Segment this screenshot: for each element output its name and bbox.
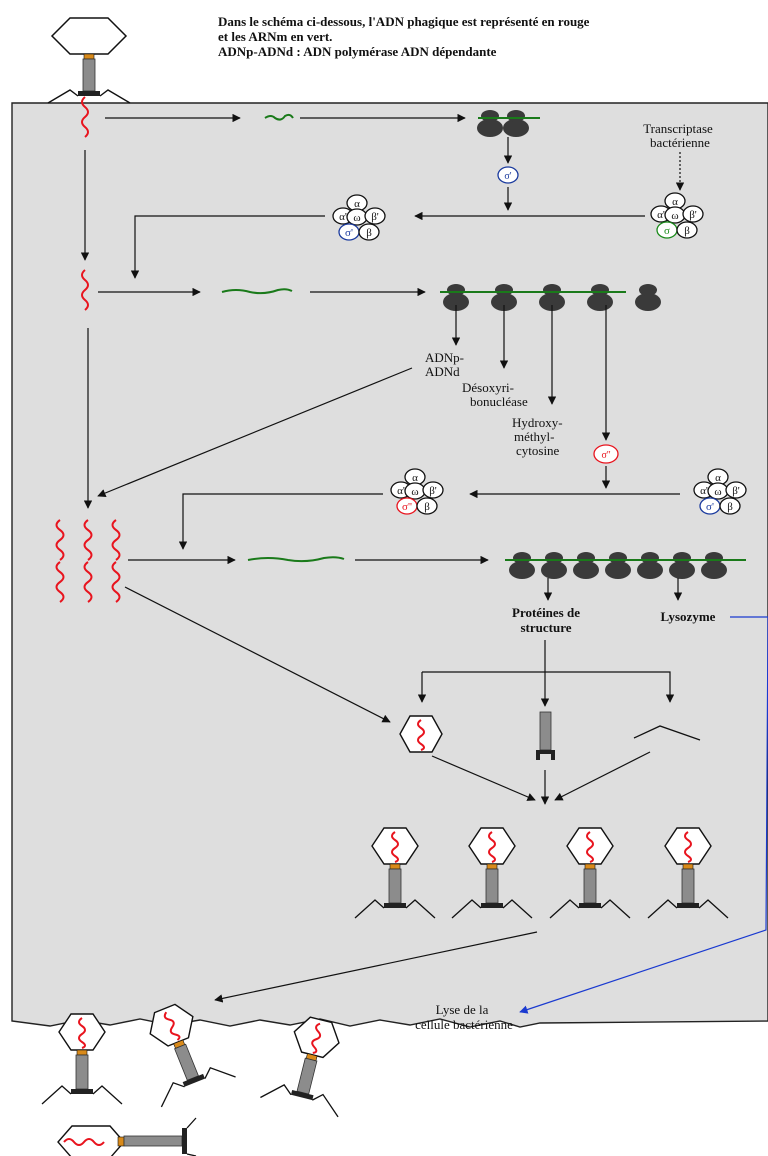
rna-polymerase-late-right: α α' ω β' σ' β: [693, 468, 747, 515]
phage-dna-2: [81, 269, 89, 311]
polymerase-subunit-label: β: [684, 225, 690, 237]
header-line-1: Dans le schéma ci-dessous, l'ADN phagiqu…: [218, 14, 590, 29]
rna-polymerase-host: α α' ω β' σ β: [650, 192, 704, 239]
process-arrows: [80, 113, 685, 1003]
polymerase-subunit-beta: β: [358, 223, 380, 241]
tail-fiber-icon: [633, 725, 701, 741]
phage-icon: [647, 827, 729, 919]
polymerase-subunit-beta-prime: β': [422, 481, 444, 499]
phage-icon: [354, 827, 436, 919]
polymerase-subunit-beta-prime: β': [682, 205, 704, 223]
header-line-2: et les ARNm en vert.: [218, 29, 333, 44]
proteines-label-2: structure: [520, 620, 571, 635]
diagram-labels: Transcriptase bactérienne ADNp- ADNd Dés…: [415, 121, 716, 1032]
lysozyme-label: Lysozyme: [661, 609, 716, 624]
lysozyme-lysis-arrow: [519, 616, 768, 1014]
polymerase-subunit-label: ω: [411, 486, 418, 498]
polymerase-subunit-label: β': [689, 209, 697, 221]
rna-polymerase-sigma-prime: α α' ω β' σ' β: [332, 194, 386, 241]
hydroxy-label-2: méthyl-: [514, 429, 554, 444]
polymerase-subunit-alpha: α: [404, 468, 426, 486]
proteines-label-1: Protéines de: [512, 605, 580, 620]
polymerase-subunit-sigma-dprime: σ'': [396, 497, 418, 515]
polymerase-subunit-beta: β: [676, 221, 698, 239]
polymerase-subunit-omega: ω: [346, 208, 368, 226]
polymerase-subunit-label: ω: [671, 210, 678, 222]
lyse-label-2: cellule bactérienne: [415, 1017, 513, 1032]
assembled-phages: [354, 827, 729, 919]
polymerase-subunit-label: α: [715, 472, 721, 484]
polymerase-subunit-label: β': [429, 485, 437, 497]
polymerase-subunit-label: α: [354, 198, 360, 210]
polymerase-subunit-label: σ: [664, 225, 670, 237]
sigma-dprime-free-icon: σ'': [593, 444, 619, 464]
sigma-prime-free-icon: σ': [497, 166, 519, 184]
adnp-label-2: ADNd: [425, 364, 460, 379]
phage-dna-replicated: [55, 519, 121, 603]
ribosome-cluster-late: [505, 552, 746, 579]
phage-icon: [451, 827, 533, 919]
polymerase-subunit-label: β: [424, 501, 430, 513]
polymerase-subunit-label: β: [727, 501, 733, 513]
polymerase-subunit-label: β': [371, 211, 379, 223]
polymerase-subunit-omega: ω: [664, 206, 686, 224]
phage-icon: [41, 1013, 123, 1105]
infecting-phage-icon: [47, 17, 131, 104]
polymerase-subunit-omega: ω: [404, 482, 426, 500]
polymerase-subunit-label: σ': [706, 501, 714, 513]
rna-polymerase-sigma-dprime: α α' ω β' σ'' β: [390, 468, 444, 515]
polymerase-subunit-beta: β: [719, 497, 741, 515]
phage-icon: [260, 1016, 340, 1118]
polymerase-subunit-label: α': [657, 209, 665, 221]
polymerase-subunit-sigma-prime: σ': [338, 223, 360, 241]
polymerase-subunit-sigma-prime: σ': [699, 497, 721, 515]
sigma-prime-free-label: σ': [504, 171, 511, 182]
polymerase-subunit-label: ω: [714, 486, 721, 498]
polymerase-subunit-label: α: [412, 472, 418, 484]
desoxy-label-2: bonucléase: [470, 394, 528, 409]
lyse-label-1: Lyse de la: [436, 1002, 489, 1017]
header-note: Dans le schéma ci-dessous, l'ADN phagiqu…: [218, 14, 763, 59]
polymerase-subunit-label: α': [700, 485, 708, 497]
polymerase-subunit-label: α: [672, 196, 678, 208]
polymerase-subunit-label: ω: [353, 212, 360, 224]
phage-icon: [549, 827, 631, 919]
polymerase-subunit-label: α': [339, 211, 347, 223]
tail-icon: [536, 711, 555, 760]
desoxy-label-1: Désoxyri-: [462, 380, 514, 395]
polymerase-subunit-beta: β: [416, 497, 438, 515]
polymerase-subunit-label: β: [366, 227, 372, 239]
polymerase-subunit-label: σ': [345, 227, 353, 239]
polymerase-subunit-label: α': [397, 485, 405, 497]
transcriptase-label-2: bactérienne: [650, 135, 710, 150]
hydroxy-label-1: Hydroxy-: [512, 415, 563, 430]
phage-dna-injected: [81, 96, 89, 138]
phage-icon: [149, 1003, 236, 1108]
polymerase-subunit-beta-prime: β': [725, 481, 747, 499]
mrna-middle: [221, 288, 293, 295]
polymerase-subunit-label: σ'': [402, 501, 412, 513]
adnp-label-1: ADNp-: [425, 350, 464, 365]
header-line-3: ADNp-ADNd : ADN polymérase ADN dépendant…: [218, 44, 497, 59]
released-phages: [41, 1003, 340, 1156]
polymerase-subunit-sigma: σ: [656, 221, 678, 239]
mrna-late: [247, 556, 345, 563]
ribosome-cluster-early: [477, 110, 540, 137]
sigma-dprime-free-label: σ'': [602, 450, 611, 461]
polymerase-subunit-label: β': [732, 485, 740, 497]
transcriptase-label-1: Transcriptase: [643, 121, 713, 136]
capsid-with-dna-icon: [399, 715, 443, 753]
phage-icon: [57, 1117, 197, 1156]
polymerase-subunit-omega: ω: [707, 482, 729, 500]
polymerase-subunit-beta-prime: β': [364, 207, 386, 225]
ribosome-icon: [635, 284, 661, 311]
mrna-early: [264, 113, 294, 121]
polymerase-subunit-alpha: α: [707, 468, 729, 486]
hydroxy-label-3: cytosine: [516, 443, 560, 458]
